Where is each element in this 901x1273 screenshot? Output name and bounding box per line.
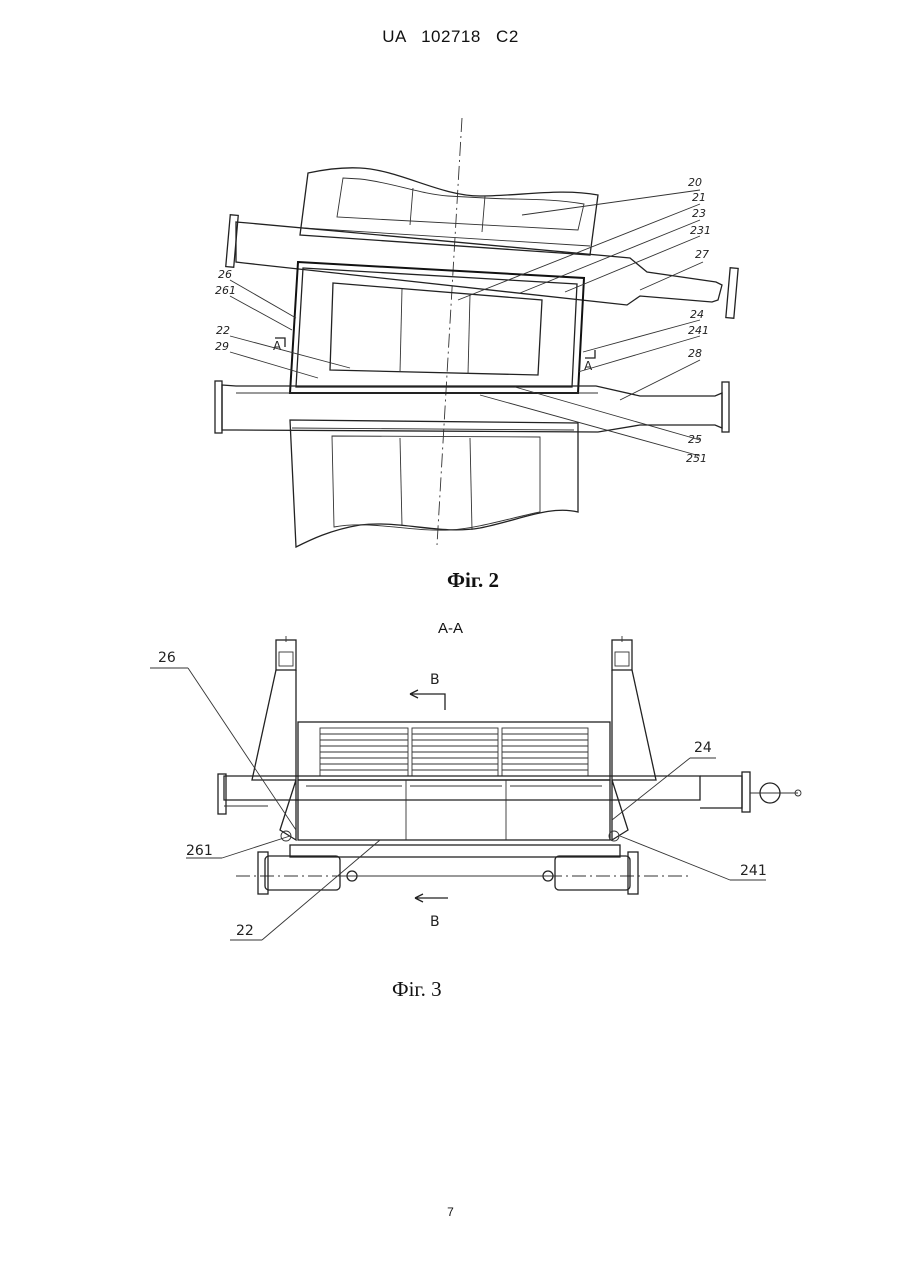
figure-3-caption: Фіг. 3 <box>392 977 442 1002</box>
louvre-grille <box>320 728 588 776</box>
section-label-b-bottom: B <box>430 914 440 930</box>
right-wheel <box>555 856 630 890</box>
figure-3-leaders <box>150 668 766 940</box>
lower-body <box>298 780 610 840</box>
left-wheel <box>265 856 340 890</box>
label-241: 241 <box>740 863 767 879</box>
axle-frame <box>290 845 620 857</box>
label-26: 26 <box>158 650 176 666</box>
label-22: 22 <box>236 923 254 939</box>
figure-3-drawing: 26 261 22 24 241 B B <box>0 0 901 1000</box>
label-261: 261 <box>186 843 213 859</box>
louvre-box <box>298 722 610 780</box>
page-number: 7 <box>0 1205 901 1219</box>
label-24: 24 <box>694 740 712 756</box>
section-label-b-top: B <box>430 672 440 688</box>
